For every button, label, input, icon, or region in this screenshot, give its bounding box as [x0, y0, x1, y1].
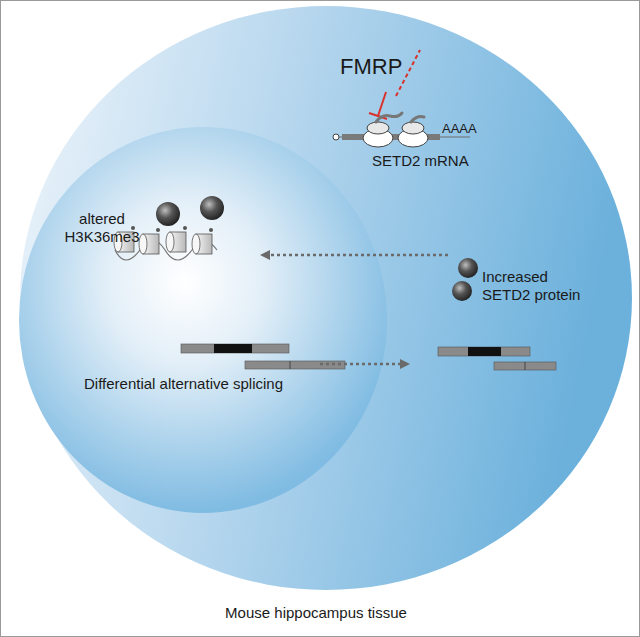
- histone-mark-label: altered H3K36me3: [54, 210, 150, 246]
- protein-label: Increased SETD2 protein: [482, 268, 592, 304]
- splicing-label: Differential alternative splicing: [84, 375, 344, 393]
- nucleus-circle: altered H3K36me3Differential alternative…: [18, 126, 388, 514]
- tissue-label: Mouse hippocampus tissue: [0, 604, 636, 622]
- nucleus-outline: [18, 126, 388, 514]
- protein-label: FMRP: [340, 54, 402, 80]
- mrna-label: SETD2 mRNA: [372, 152, 469, 170]
- polya-label: AAAA: [442, 121, 477, 137]
